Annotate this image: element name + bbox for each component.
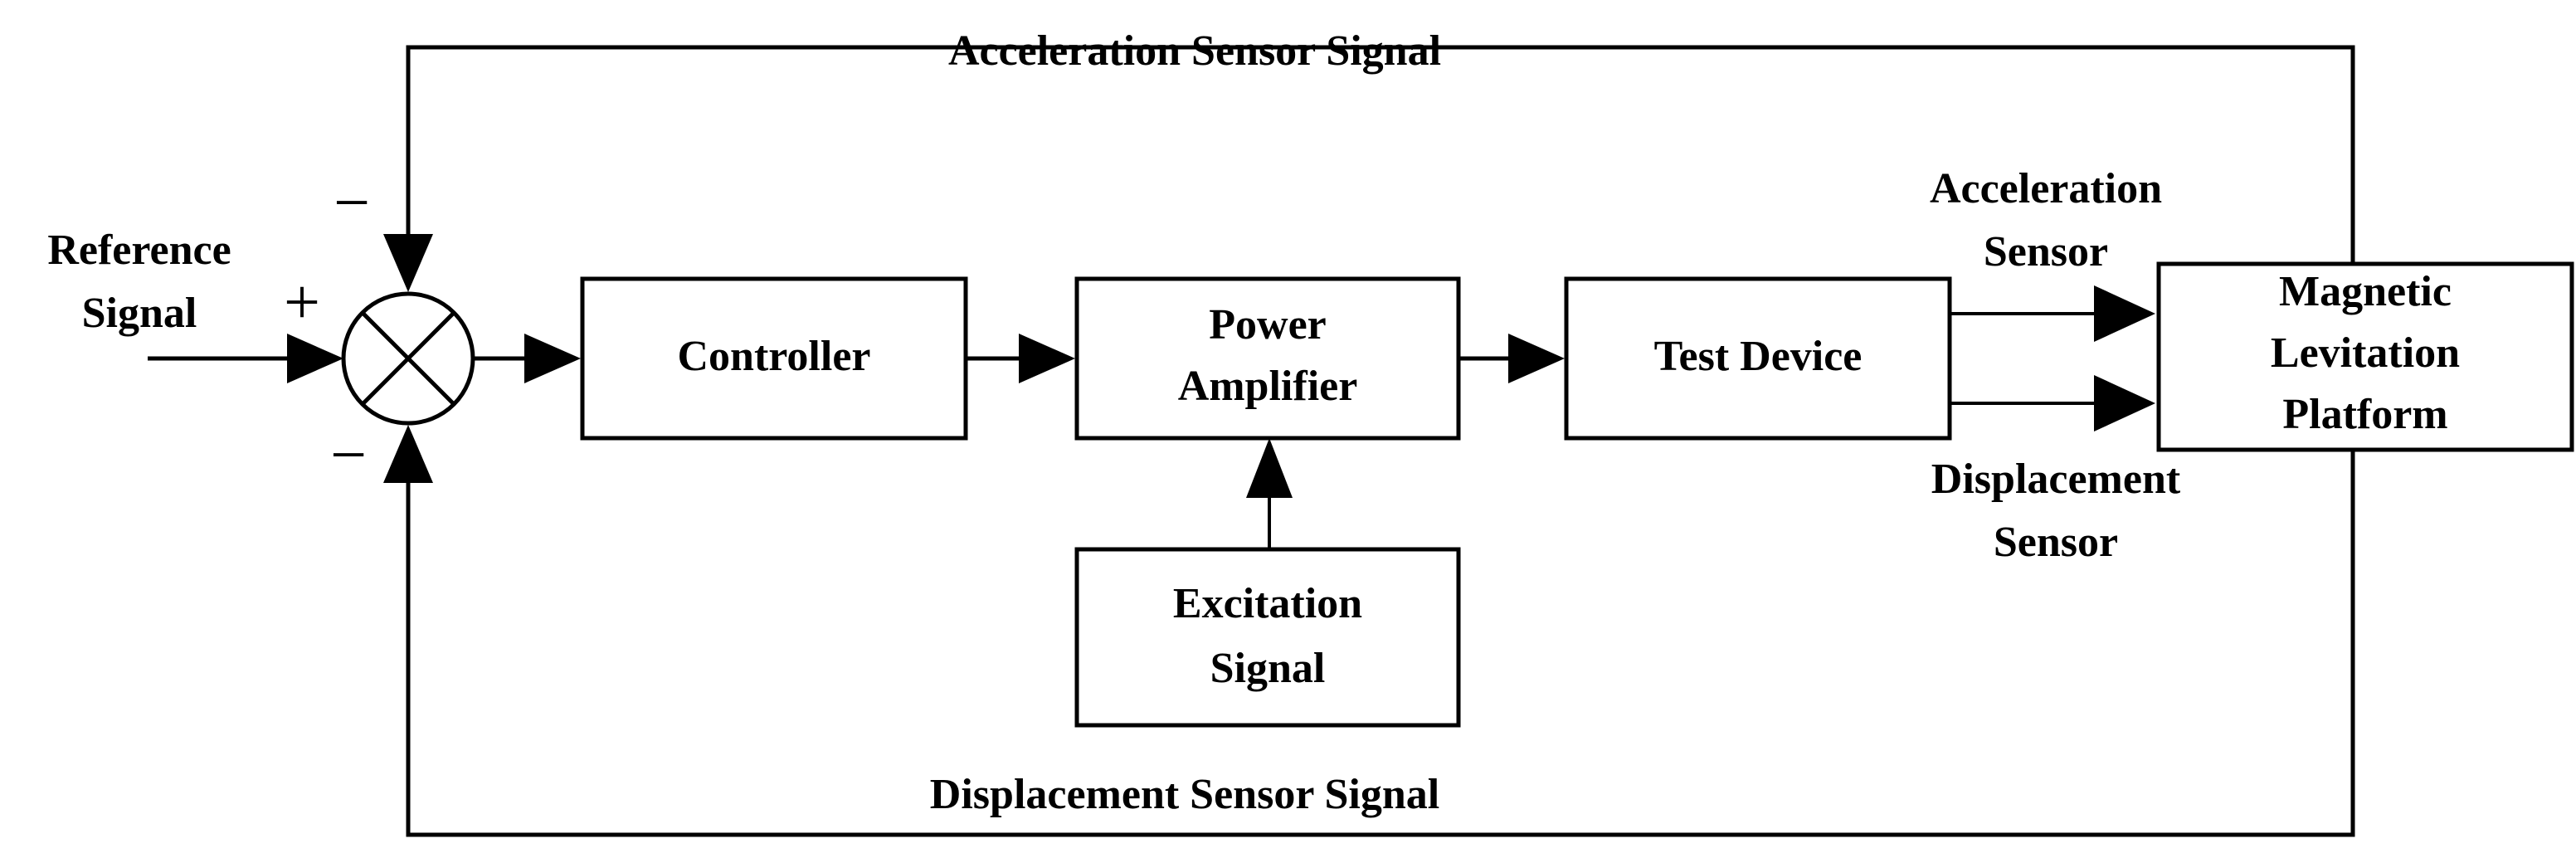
arrow-head-displacement-sensor: [2094, 375, 2155, 431]
summing-junction-cross-b: [361, 311, 455, 406]
block-power-amplifier[interactable]: [1074, 276, 1461, 441]
arrow-head-amplifier-excitation-input: [1246, 438, 1293, 498]
sign-top-minus: −: [334, 166, 370, 238]
displacement-feedback-path: [383, 425, 2355, 837]
arrow-head-test-device-input: [1508, 334, 1565, 383]
displacement-sensor-wire: [1950, 375, 2155, 431]
block-magnetic-levitation-platform[interactable]: [2156, 261, 2574, 452]
acceleration-feedback-path: [383, 45, 2355, 292]
block-excitation-signal[interactable]: [1074, 547, 1461, 728]
block-test-device[interactable]: [1564, 276, 1952, 441]
block-label-power-amplifier-line2: Amplifier: [1178, 363, 1358, 410]
label-acceleration-sensor-line2: Sensor: [1984, 228, 2108, 275]
arrow-head-reference-signal: [287, 334, 343, 383]
arrow-head-amplifier-input: [1019, 334, 1075, 383]
label-reference-signal-line1: Reference: [47, 227, 231, 274]
excitation-to-amplifier-wire: [1246, 438, 1293, 549]
arrow-head-acceleration-sensor: [2094, 285, 2155, 342]
amplifier-to-test-device-wire: [1458, 334, 1565, 383]
label-reference-signal-line2: Signal: [82, 290, 197, 337]
label-displacement-sensor-line1: Displacement: [1931, 456, 2181, 503]
label-acceleration-sensor-line1: Acceleration: [1930, 165, 2162, 212]
arrow-head-controller-input: [524, 334, 581, 383]
sign-bottom-minus: −: [330, 418, 367, 490]
block-label-excitation-line2: Signal: [1210, 645, 1326, 692]
label-displacement-sensor-signal: Displacement Sensor Signal: [930, 771, 1439, 818]
controller-to-amplifier-wire: [966, 334, 1075, 383]
block-label-platform-line3: Platform: [2282, 391, 2447, 438]
block-label-test-device: Test Device: [1654, 333, 1863, 380]
reference-signal-wire: [148, 334, 343, 383]
block-label-platform-line2: Levitation: [2271, 329, 2460, 377]
block-label-power-amplifier-line1: Power: [1209, 301, 1326, 349]
error-signal-wire: [473, 334, 581, 383]
arrow-head-acceleration-feedback: [383, 234, 433, 292]
acceleration-sensor-wire: [1950, 285, 2155, 342]
sign-plus: +: [284, 266, 320, 338]
block-label-controller: Controller: [678, 333, 871, 380]
label-displacement-sensor-line2: Sensor: [1994, 519, 2118, 566]
block-label-excitation-line1: Excitation: [1173, 580, 1362, 627]
summing-junction[interactable]: [341, 291, 475, 426]
block-label-platform-line1: Magnetic: [2279, 268, 2452, 315]
label-acceleration-sensor-signal: Acceleration Sensor Signal: [948, 27, 1441, 75]
arrow-head-displacement-feedback: [383, 425, 433, 483]
